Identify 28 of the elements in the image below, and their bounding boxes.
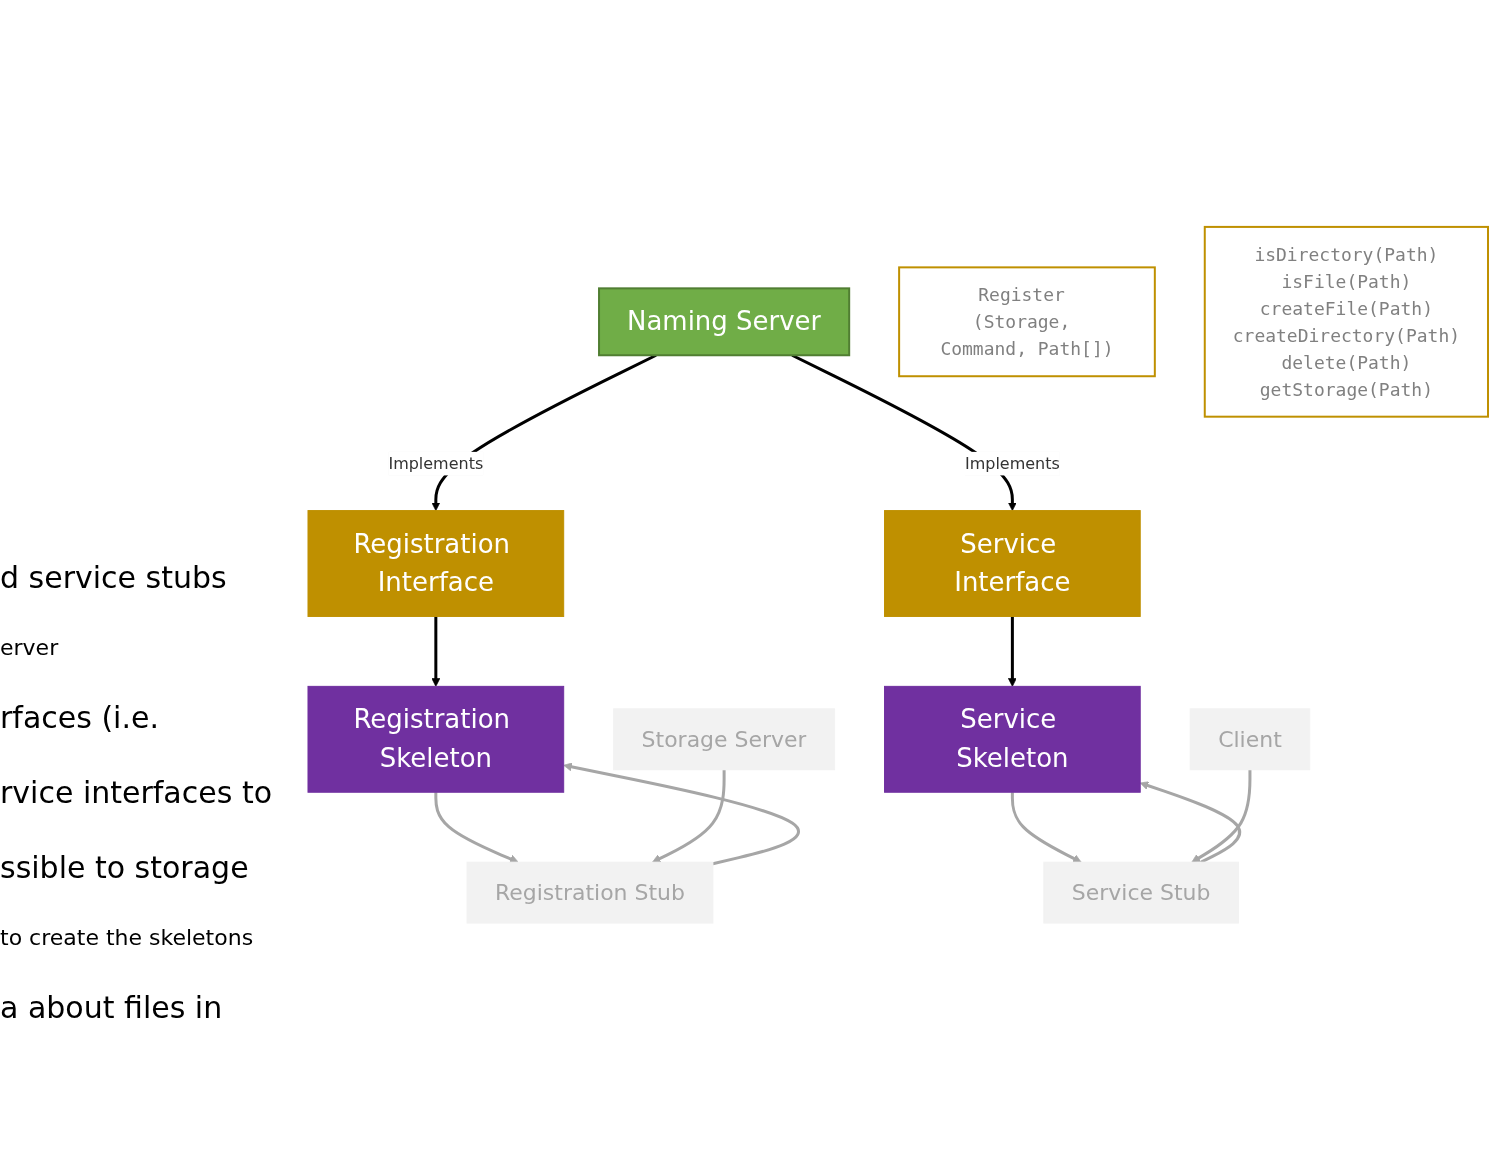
arrow	[563, 762, 800, 866]
node-box: Register (Storage, Command, Path[])	[898, 266, 1156, 378]
arrow	[1008, 616, 1017, 687]
note-text: erver	[0, 635, 60, 660]
arrow	[1191, 769, 1252, 863]
arrow	[1010, 792, 1082, 863]
note-text: rvice interfaces to	[0, 775, 273, 810]
edge-label: Implements	[964, 453, 1060, 473]
arrow	[431, 616, 441, 687]
node-box: Registration Stub	[466, 861, 714, 924]
node-box: isDirectory(Path) isFile(Path) createFile(Path) createDirectory(Path) delete(Path) getStorage(Path)	[1203, 225, 1489, 418]
note-text: rfaces (i.e.	[0, 700, 160, 735]
node-box: Service Skeleton	[884, 685, 1141, 793]
edge-label: Implements	[388, 453, 484, 473]
note-text: to create the skeletons	[0, 925, 255, 950]
node-box: Client	[1189, 708, 1311, 771]
note-text: a about files in	[0, 990, 224, 1025]
node-box: Service Stub	[1043, 861, 1239, 924]
node-box: Storage Server	[613, 708, 836, 771]
arrow	[434, 792, 519, 864]
node-box: Service Interface	[884, 510, 1141, 617]
node-box: Registration Interface	[307, 510, 565, 617]
arrow	[652, 769, 726, 863]
node-box: Registration Skeleton	[307, 685, 565, 793]
note-text: ssible to storage	[0, 850, 250, 885]
node-box: Naming Server	[598, 287, 851, 357]
arrow	[1139, 781, 1242, 864]
note-text: d service stubs	[0, 560, 228, 595]
